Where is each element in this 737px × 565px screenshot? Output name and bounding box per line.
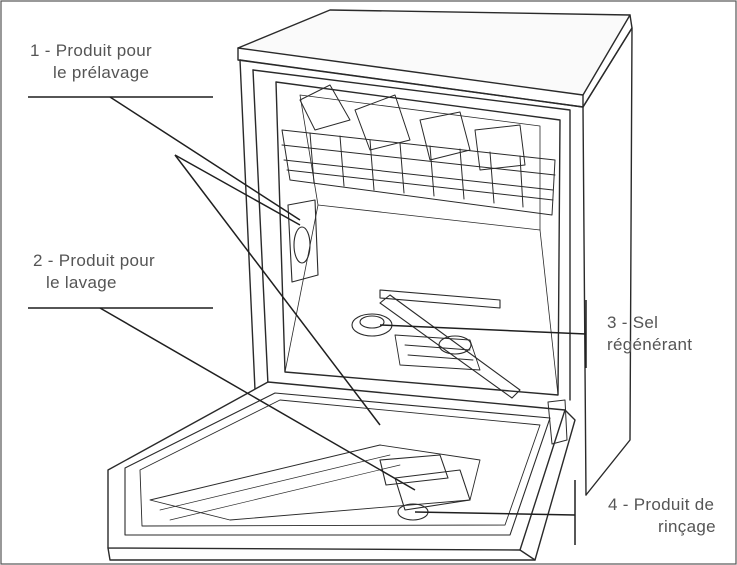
callout-1-line2: le prélavage: [53, 63, 150, 82]
callout-2-line1: 2 - Produit pour: [33, 251, 155, 270]
callout-4-line1: 4 - Produit de: [608, 495, 715, 514]
callout-2-line2: le lavage: [46, 273, 117, 292]
spray-arm: [379, 289, 521, 399]
callout-4-line2: rinçage: [658, 517, 716, 536]
open-door: [107, 381, 576, 561]
door-dispensers: [379, 454, 471, 521]
callout-regenerating-salt: 3 - Sel régénérant: [607, 312, 692, 356]
callout-1-line1: 1 - Produit pour: [30, 41, 152, 60]
leader-3: [379, 324, 587, 335]
callout-prewash-detergent: 1 - Produit pour le prélavage: [30, 40, 152, 84]
callout-3-line2: régénérant: [607, 335, 693, 354]
callout-rinse-aid: 4 - Produit de rinçage: [608, 494, 716, 538]
callout-wash-detergent: 2 - Produit pour le lavage: [33, 250, 155, 294]
callout-3-line1: 3 - Sel: [607, 313, 659, 332]
cabinet-side: [582, 27, 633, 496]
leader-1a: [109, 96, 301, 221]
leader-1c: [174, 154, 301, 226]
leader-2: [99, 307, 416, 491]
filter: [394, 334, 481, 371]
leader-1b: [174, 154, 381, 426]
leader-lines: [28, 96, 587, 545]
side-dispenser: [287, 199, 319, 283]
upper-basket: [281, 84, 556, 216]
leader-4: [414, 511, 576, 516]
dishwasher-illustration: [107, 9, 633, 561]
cabinet-front: [239, 59, 587, 496]
